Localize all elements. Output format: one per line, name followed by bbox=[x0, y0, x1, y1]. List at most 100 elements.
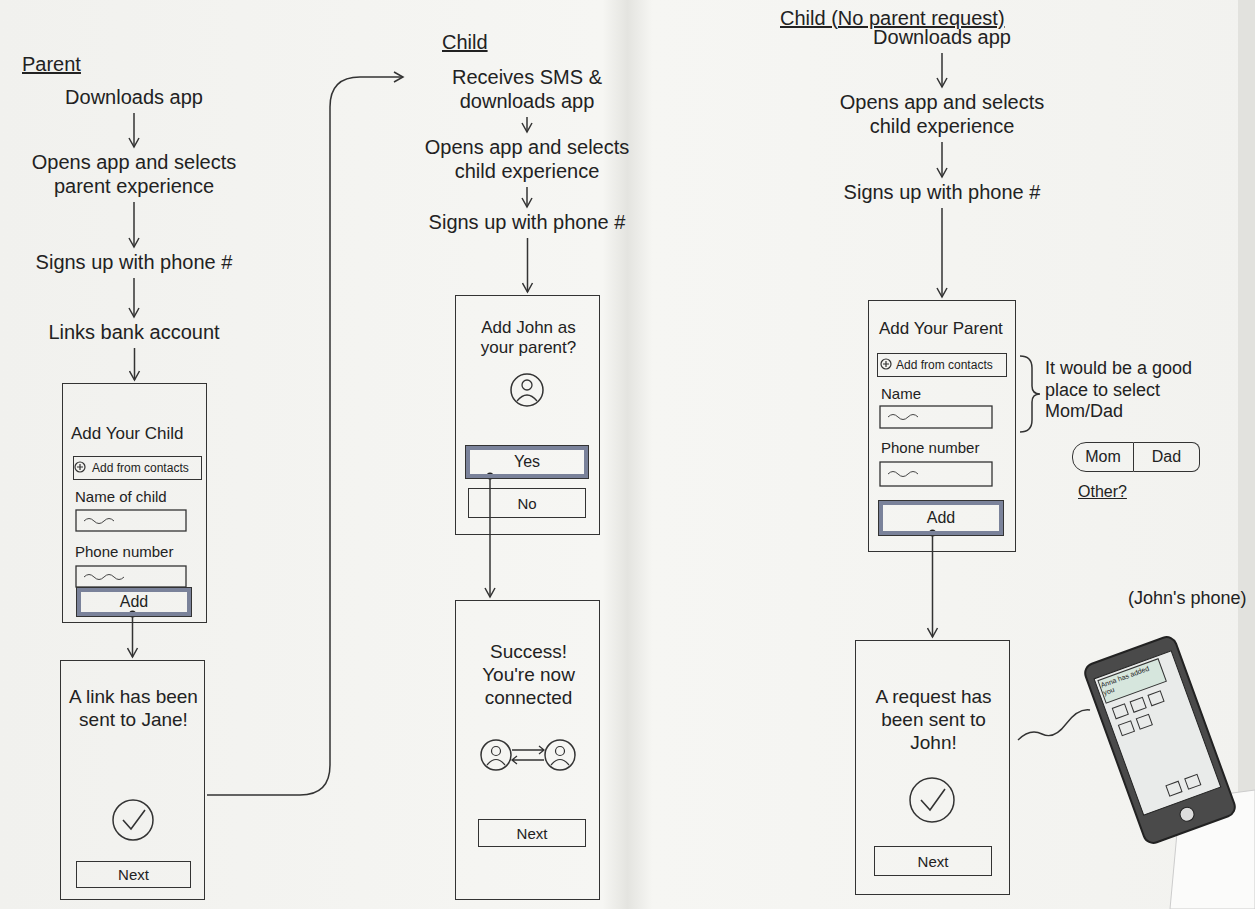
scribble bbox=[888, 415, 918, 420]
app-icon bbox=[1130, 697, 1146, 712]
flow-arrow bbox=[133, 202, 135, 247]
note: It would be a good place to select Mom/D… bbox=[1045, 358, 1240, 423]
flow-arrow bbox=[132, 614, 134, 657]
process-step: Downloads app bbox=[14, 85, 254, 109]
segment-option: Dad bbox=[1134, 442, 1200, 472]
flow-arrow bbox=[489, 476, 491, 597]
column-heading: Parent bbox=[22, 52, 81, 76]
process-step: Opens app and selects parent experience bbox=[14, 150, 254, 198]
scribble bbox=[84, 519, 114, 524]
check-circle bbox=[113, 800, 153, 840]
avatar-icon bbox=[545, 740, 575, 770]
phone-screen bbox=[1094, 651, 1221, 815]
leader-squiggle bbox=[1018, 710, 1090, 740]
plus-icon bbox=[883, 361, 889, 367]
plus-icon bbox=[77, 464, 83, 470]
contacts-button: Add from contacts bbox=[73, 456, 202, 480]
node-text: Add Your Parent bbox=[879, 319, 1007, 339]
node-text: Dad bbox=[1152, 448, 1181, 466]
primary-button: Add bbox=[879, 501, 1003, 535]
plus-icon bbox=[881, 359, 891, 369]
avatar-icon bbox=[492, 747, 501, 756]
node-text: Add from contacts bbox=[92, 461, 189, 475]
app-icon bbox=[1136, 714, 1152, 729]
note: Other? bbox=[1078, 482, 1127, 501]
app-icon bbox=[1118, 721, 1134, 736]
node-text: Name bbox=[881, 385, 1006, 403]
primary-button: Yes bbox=[466, 446, 588, 478]
notification-text: Anna has added you bbox=[1100, 661, 1164, 698]
node-text: Yes bbox=[514, 453, 540, 471]
avatar-icon bbox=[487, 760, 505, 766]
node-text: A link has been sent to Jane! bbox=[69, 686, 198, 732]
phone-illustration bbox=[1082, 634, 1237, 845]
scribble bbox=[84, 575, 124, 580]
secondary-button: Next bbox=[874, 846, 992, 876]
home-button bbox=[1178, 805, 1196, 823]
node-text: Add Your Child bbox=[71, 424, 200, 444]
node-text: Opens app and selects parent experience bbox=[14, 150, 254, 198]
node-text: Success! You're now connected bbox=[464, 641, 593, 709]
process-step: Opens app and selects child experience bbox=[822, 90, 1062, 138]
paper-stack bbox=[1238, 0, 1255, 909]
column-heading: Child (No parent request) bbox=[780, 6, 1005, 30]
process-step: Opens app and selects child experience bbox=[407, 135, 647, 183]
flow-arrow bbox=[133, 278, 135, 317]
flow-arrow bbox=[133, 113, 135, 147]
secondary-button: Next bbox=[478, 819, 586, 847]
node-text: Signs up with phone # bbox=[14, 250, 254, 274]
node-text: Name of child bbox=[75, 488, 200, 506]
phone-screen: Add Your ParentNamePhone number Add from … bbox=[868, 300, 1016, 552]
flow-arrow bbox=[932, 533, 934, 637]
node-text: No bbox=[517, 495, 536, 512]
avatar-icon bbox=[511, 374, 543, 406]
node-text: A request has been sent to John! bbox=[864, 686, 1003, 754]
flow-arrow bbox=[526, 117, 528, 132]
avatar-icon bbox=[551, 760, 569, 766]
phone-screen: A link has been sent to Jane! Next bbox=[60, 660, 205, 900]
flow-arrow bbox=[134, 348, 136, 380]
flow-arrow bbox=[527, 238, 529, 292]
flow-arrow bbox=[941, 142, 943, 177]
secondary-button: No bbox=[468, 488, 586, 518]
scribble bbox=[888, 472, 918, 477]
node-text: Phone number bbox=[881, 439, 1006, 457]
check-mark bbox=[921, 789, 945, 810]
avatar-icon bbox=[481, 740, 511, 770]
phone-screen: Success! You're now connectedNext bbox=[455, 600, 600, 900]
node-text: Receives SMS & downloads app bbox=[407, 65, 647, 113]
phone-screen: Add Your ChildName of childPhone numberA… bbox=[62, 383, 207, 623]
text-field bbox=[880, 462, 992, 486]
column-heading: Child bbox=[442, 30, 488, 54]
process-step: Signs up with phone # bbox=[14, 250, 254, 274]
app-icon bbox=[1148, 691, 1164, 706]
check-circle bbox=[910, 778, 954, 822]
node-text: Opens app and selects child experience bbox=[407, 135, 647, 183]
node-text: Signs up with phone # bbox=[822, 180, 1062, 204]
app-icon bbox=[1112, 704, 1128, 719]
flow-arrow bbox=[941, 53, 943, 87]
node-text: Add bbox=[120, 593, 148, 611]
node-text: Add from contacts bbox=[896, 358, 993, 372]
node-text: Signs up with phone # bbox=[407, 210, 647, 234]
avatar-icon bbox=[517, 395, 537, 401]
node-text: Downloads app bbox=[14, 85, 254, 109]
phone-body bbox=[1082, 634, 1237, 845]
process-step: Signs up with phone # bbox=[822, 180, 1062, 204]
flow-arrow bbox=[941, 208, 943, 297]
app-icon bbox=[1185, 774, 1201, 789]
flow-arrow bbox=[207, 77, 403, 795]
primary-button: Add bbox=[77, 588, 191, 616]
node-text: Mom bbox=[1085, 448, 1121, 466]
curly-bracket bbox=[1020, 356, 1040, 432]
node-text: Next bbox=[918, 853, 949, 870]
node-text: Next bbox=[118, 866, 149, 883]
phone-screen: Add John as your parent?YesNo bbox=[455, 295, 600, 535]
segment-option: Mom bbox=[1072, 442, 1134, 472]
avatar-icon bbox=[522, 380, 532, 390]
phone-screen: A request has been sent to John! Next bbox=[855, 640, 1010, 895]
plus-icon bbox=[75, 462, 85, 472]
node-text: Phone number bbox=[75, 543, 200, 561]
app-icon bbox=[1166, 781, 1182, 796]
